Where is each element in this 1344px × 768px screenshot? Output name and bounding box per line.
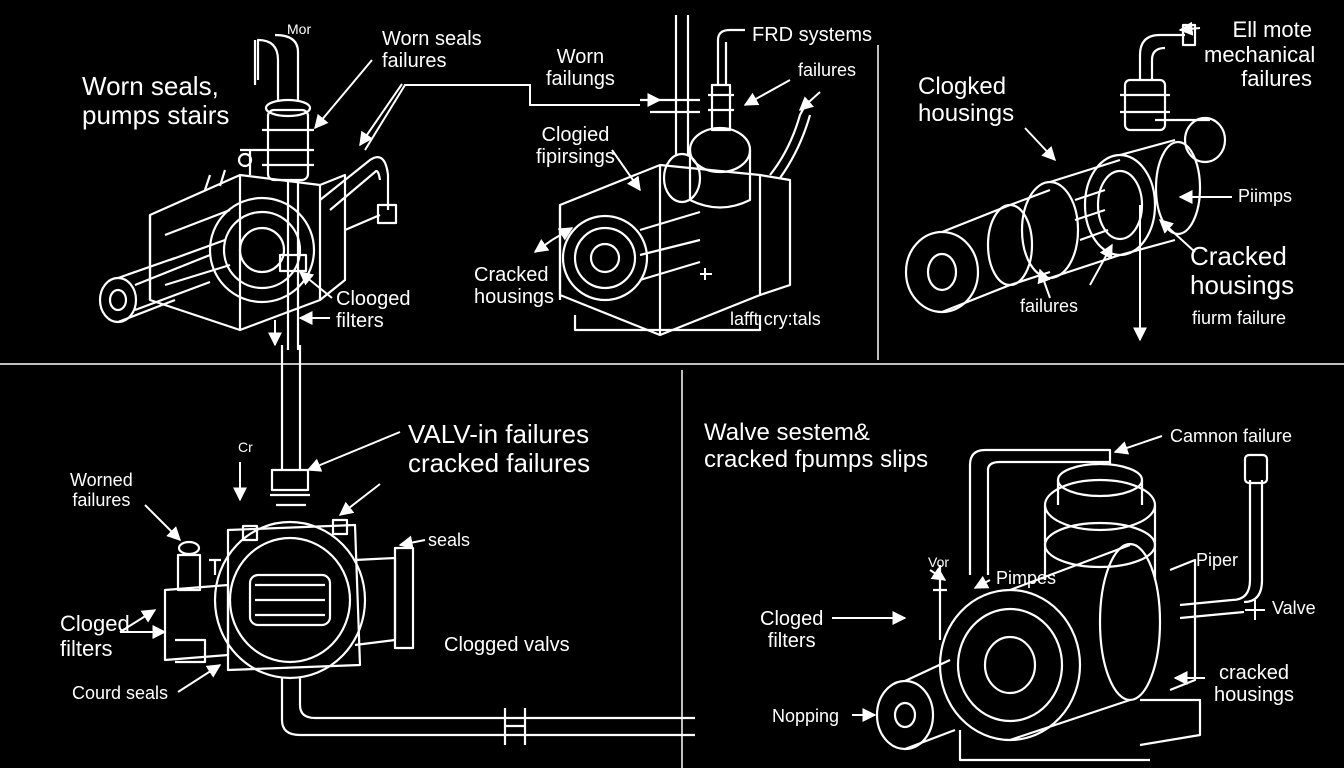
tr-ell-mote-label: Ell mote mechanical failures [1204, 17, 1316, 92]
br-vor-label: Vor [928, 554, 950, 570]
top-middle-leaders [533, 79, 821, 280]
top-middle-pump-drawing [558, 15, 812, 337]
tr-cracked-housings-label: Cracked housings [1190, 241, 1295, 301]
top-right-pump-drawing [904, 23, 1227, 314]
br-cracked-housings-label: cracked housings [1214, 662, 1295, 707]
top-left-leaders [268, 59, 640, 347]
bl-valv-in-label: VALV-in failures cracked failures [408, 419, 591, 479]
tl-clogged-filters-label: Clooged filters [336, 288, 411, 333]
bl-seals-label: seals [428, 530, 471, 550]
tl-small-tag: Mor [287, 21, 312, 37]
tl-main-label: Worn seals, pumps stairs [82, 71, 230, 131]
bl-clogged-valvs-label: Clogged valvs [444, 634, 570, 656]
br-valve-label: Valve [1272, 598, 1316, 618]
tm-failures-label: failures [798, 60, 857, 80]
tm-worn-failings-label: Worn failungs [546, 46, 615, 91]
br-nopping-label: Nopping [772, 706, 840, 726]
tr-piimps-label: Piimps [1238, 186, 1293, 206]
bl-small-tag: Cr [238, 439, 253, 455]
br-walve-sestem-label: Walve sestem& cracked fpumps slips [704, 419, 929, 473]
panel-dividers [0, 45, 1344, 768]
tm-frd-systems-label: FRD systems [752, 24, 872, 46]
tl-worn-seals-label: Worn seals failures [382, 28, 482, 73]
bottom-left-leaders [119, 431, 426, 693]
tr-failures-label: failures [1020, 296, 1079, 316]
bottom-left-pump-drawing [163, 345, 695, 745]
tm-cloged-fipirsings-label: Clogied fipirsings [536, 124, 615, 169]
top-right-leaders [1024, 21, 1232, 342]
br-camnon-failure-label: Camnon failure [1170, 426, 1293, 446]
bl-courd-seals-label: Courd seals [72, 683, 169, 703]
tm-lafft-crystals-label: lafft cry:tals [730, 309, 821, 329]
bottom-right-pump-drawing [875, 448, 1269, 762]
tm-cracked-housings-label: Cracked housings [474, 264, 555, 309]
br-pimpes-label: Pimpes [996, 568, 1057, 588]
br-cloged-filters-label: Cloged filters [760, 608, 824, 653]
bottom-right-leaders [832, 435, 1265, 722]
bl-worned-failures-label: Worned failures [70, 470, 133, 511]
tr-clogked-housings-label: Clogked housings [918, 73, 1015, 127]
bl-cloged-filters-label: Cloged filters [60, 611, 130, 661]
br-piper-label: Piper [1196, 550, 1239, 570]
top-left-pump-drawing [98, 33, 398, 350]
tr-firm-failure-label: fiurm failure [1192, 308, 1287, 328]
